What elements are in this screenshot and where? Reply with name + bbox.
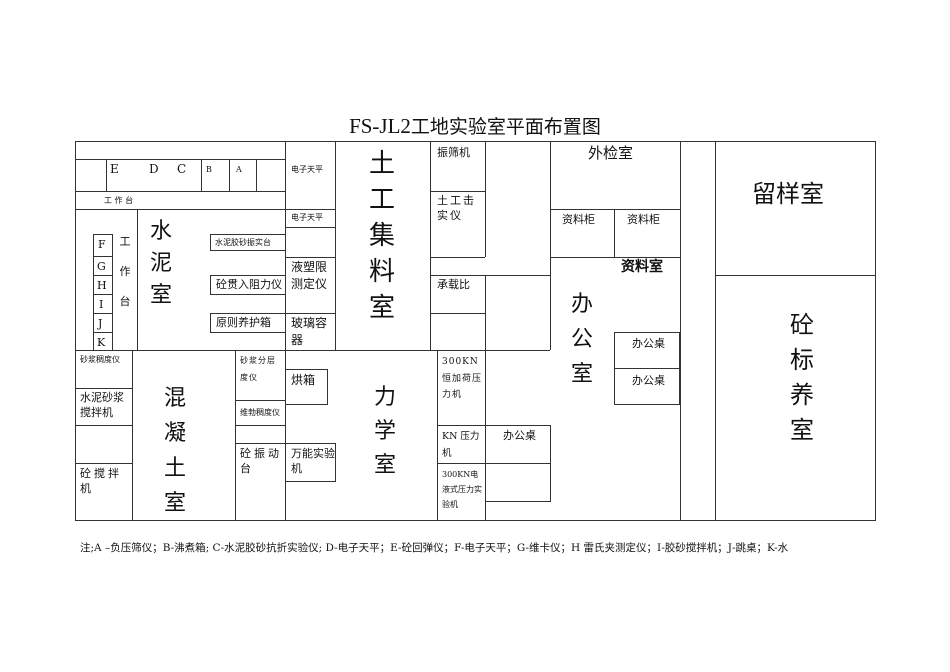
room-office: 办公室 <box>570 292 593 387</box>
room-concrete-curing: 砼标养室 <box>790 311 814 444</box>
label-universal-tester: 万能实验机 <box>291 447 335 476</box>
label-electronic-scale: 电子天平 <box>291 165 323 174</box>
plan-walls <box>75 141 876 521</box>
title-chinese: 工地实验室平面布置图 <box>410 116 601 138</box>
label-mortar-consistency: 砂浆稠度仪 <box>80 355 120 364</box>
label-press-electro-hydraulic: 300KN电液式压力实验机 <box>442 470 482 510</box>
outer-border <box>75 141 876 521</box>
label-concrete-mixer: 砼搅拌机 <box>80 467 122 496</box>
page-title: FS-JL2工地实验室平面布置图 <box>0 112 950 139</box>
title-latin: FS-JL2 <box>349 114 411 138</box>
label-workbench-vertical: 工作台 <box>119 235 131 308</box>
label-B: B <box>206 165 212 174</box>
label-workbench-horizontal: 工 作 台 <box>104 196 134 205</box>
room-sample-retention: 留样室 <box>752 180 824 208</box>
label-electronic-scale: 电子天平 <box>291 213 323 222</box>
label-compactor: 土工击实仪 <box>437 194 476 223</box>
label-mortar-layering: 砂浆分层度仪 <box>240 356 276 382</box>
room-soil-aggregate: 土工集料室 <box>368 149 395 323</box>
label-mortar-mixer: 水泥砂浆搅拌机 <box>80 391 124 420</box>
instrument-box <box>210 234 286 251</box>
label-F: F <box>98 238 106 251</box>
label-sieve-shaker: 振筛机 <box>437 146 470 159</box>
label-liquid-plastic-limit: 液塑限测定仪 <box>291 260 328 291</box>
label-penetration-meter: 砼贯入阻力仪 <box>216 278 282 291</box>
label-K: K <box>97 336 106 349</box>
label-press-kn: KN 压力机 <box>442 431 480 459</box>
label-A: A <box>236 165 242 174</box>
room-archive: 资料室 <box>621 259 663 275</box>
room-external-inspection: 外检室 <box>588 144 634 162</box>
label-vebe-meter: 维勃稠度仪 <box>240 408 280 417</box>
footnote: 注;A –负压筛仪；B-沸煮箱; C-水泥胶砂抗折实验仪; D-电子天平；E-砼… <box>80 542 789 554</box>
label-C: C <box>177 162 187 176</box>
label-J: J <box>98 317 103 330</box>
universal-box <box>285 443 336 482</box>
label-G: G <box>97 260 106 273</box>
label-vibration-table: 砼振动台 <box>240 447 282 476</box>
label-cbr: 承载比 <box>437 278 470 291</box>
label-E: E <box>110 162 119 176</box>
label-oven: 烘箱 <box>291 373 316 387</box>
label-D: D <box>149 162 159 176</box>
room-concrete: 混凝土室 <box>163 386 186 516</box>
label-curing-box: 原则养护箱 <box>216 316 271 329</box>
instrument-box <box>210 275 286 295</box>
room-cement: 水泥室 <box>149 219 172 308</box>
instrument-box <box>210 313 286 333</box>
label-I: I <box>99 298 104 311</box>
label-mortar-table: 水泥胶砂振实台 <box>215 238 271 247</box>
room-mechanics: 力学室 <box>373 385 396 478</box>
label-press-300kn: 300KN恒加荷压力机 <box>442 357 483 401</box>
label-H: H <box>97 279 107 292</box>
label-cabinet: 资料柜 <box>562 213 595 226</box>
label-desk: 办公桌 <box>632 337 665 350</box>
label-cabinet: 资料柜 <box>627 213 660 226</box>
oven-box <box>285 369 328 405</box>
label-glass-container: 玻璃容器 <box>291 316 328 347</box>
label-desk: 办公桌 <box>503 429 536 442</box>
label-desk: 办公桌 <box>632 374 665 387</box>
